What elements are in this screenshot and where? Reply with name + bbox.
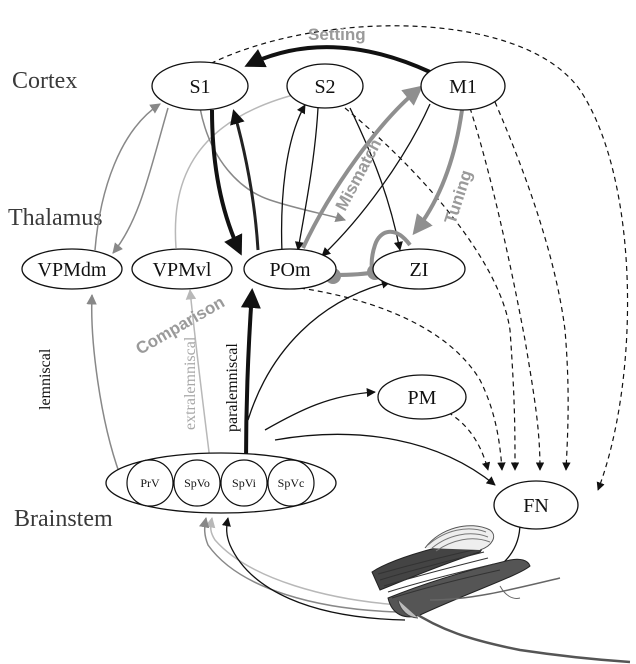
node-fn-label: FN	[523, 495, 549, 517]
node-spvc-label: SpVc	[278, 476, 305, 490]
arrow-periphery-to-brainstem-light	[204, 516, 401, 606]
node-s2-label: S2	[314, 76, 335, 98]
node-fn: FN	[493, 480, 579, 530]
node-s1: S1	[151, 61, 249, 111]
node-vpmvl-label: VPMvl	[153, 259, 212, 281]
dashed-s2-to-fn	[344, 107, 520, 471]
pathway-label-lemniscal: lemniscal	[37, 348, 54, 410]
arrow-pom-to-s2	[280, 104, 306, 254]
arrow-trig-to-vpmvl	[185, 288, 211, 461]
pathway-label-paralemniscal: paralemniscal	[224, 343, 241, 432]
node-s2: S2	[286, 63, 364, 109]
pathway-label-extralemniscal: extralemniscal	[182, 336, 199, 430]
node-vpmdm: VPMdm	[21, 248, 123, 290]
arrow-vpmvl-to-s2	[174, 89, 307, 249]
dashed-projections	[194, 25, 629, 491]
thin-dark-projections	[221, 103, 521, 621]
arrow-prv-to-vpmdm	[86, 293, 121, 476]
node-zi-label: ZI	[410, 259, 429, 281]
extralemniscal-pathway	[174, 89, 401, 606]
arrow-pom-to-s1-thick	[230, 109, 260, 251]
arrow-brainstem-to-fn	[274, 433, 496, 486]
arrow-mismatch-pom-to-m1	[301, 85, 424, 249]
loop-label-setting: Setting	[308, 25, 366, 44]
dashed-pom-to-fn	[299, 287, 506, 471]
arrow-paralemniscal-thick	[240, 288, 261, 463]
arrow-vpmdm-to-s1	[94, 103, 161, 251]
dashed-m1-to-fn-2	[469, 107, 545, 471]
node-spvi-label: SpVi	[232, 476, 257, 490]
arrow-periphery-to-brainstem-dark	[221, 517, 406, 621]
arrow-setting-m1-to-s1	[244, 45, 431, 74]
loop-label-mismatch: Mismatch	[332, 136, 386, 214]
node-m1-label: M1	[449, 76, 477, 98]
node-s1-label: S1	[189, 76, 210, 98]
arrow-tuning-m1-to-zi	[412, 109, 464, 236]
brainstem-complex: PrV SpVo SpVi SpVc	[105, 452, 337, 514]
node-spvo-label: SpVo	[184, 476, 210, 490]
dashed-pm-to-fn	[439, 407, 491, 471]
node-pm: PM	[377, 374, 467, 420]
dashed-m1-to-fn	[494, 101, 571, 471]
region-label-cortex: Cortex	[12, 68, 77, 94]
arrow-s2-to-pom	[294, 107, 319, 251]
node-zi: ZI	[372, 248, 466, 290]
arrow-s1-to-vpmdm	[112, 107, 169, 254]
node-prv: PrV	[126, 459, 174, 507]
node-pom: POm	[243, 248, 337, 290]
node-spvc: SpVc	[267, 459, 315, 507]
arrow-s1-to-pom-thick	[210, 109, 243, 256]
node-m1: M1	[420, 61, 506, 111]
node-prv-label: PrV	[140, 476, 160, 490]
whisker-follicle-illustration	[371, 525, 631, 664]
region-label-thalamus: Thalamus	[8, 205, 103, 231]
arrow-brainstem-to-pm	[264, 388, 376, 431]
node-spvi: SpVi	[220, 459, 268, 507]
node-pom-label: POm	[269, 259, 311, 281]
arrow-brainstem-to-zi	[247, 279, 391, 421]
loop-label-comparison: Comparison	[133, 292, 228, 358]
dashed-s1-to-fn	[194, 25, 629, 491]
region-label-brainstem: Brainstem	[14, 506, 113, 532]
arrow-m1-to-pom	[321, 103, 431, 257]
arrow-periphery-to-brainstem-gray	[198, 516, 401, 613]
node-vpmdm-label: VPMdm	[38, 259, 107, 281]
node-pm-label: PM	[408, 387, 437, 409]
node-spvo: SpVo	[173, 459, 221, 507]
node-vpmvl: VPMvl	[131, 248, 233, 290]
